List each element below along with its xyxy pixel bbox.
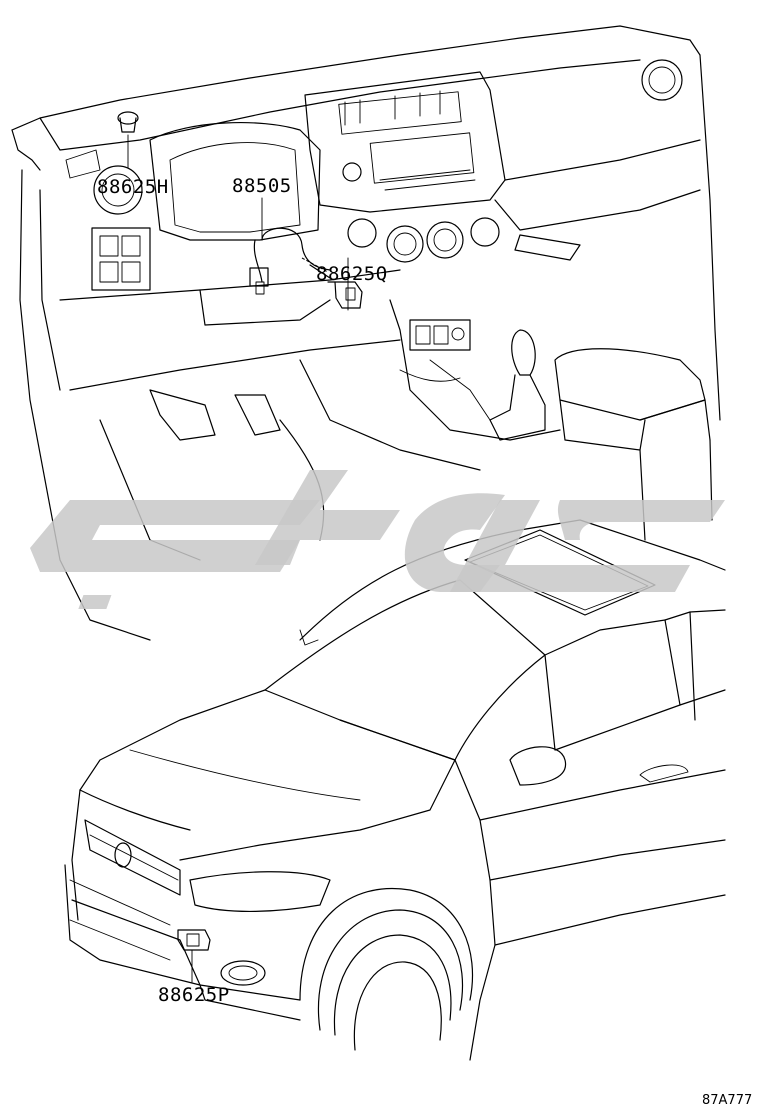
part-label-88505[interactable]: 88505 bbox=[232, 175, 292, 197]
vehicle-exterior-drawing bbox=[64, 519, 726, 1061]
part-label-88625h[interactable]: 88625H bbox=[97, 176, 169, 198]
sensor-88625q-icon bbox=[327, 281, 363, 309]
part-label-88625p[interactable]: 88625P bbox=[158, 984, 230, 1006]
dashboard-interior-drawing bbox=[11, 25, 721, 641]
part-label-88625q[interactable]: 88625Q bbox=[316, 263, 388, 285]
sensor-88625p-icon bbox=[177, 929, 211, 951]
leader-lines bbox=[127, 134, 349, 983]
watermark-logo bbox=[30, 470, 725, 609]
harness-88505-icon bbox=[249, 227, 331, 295]
figure-code: 87A777 bbox=[702, 1093, 752, 1108]
sensor-88625h-icon bbox=[117, 111, 139, 133]
